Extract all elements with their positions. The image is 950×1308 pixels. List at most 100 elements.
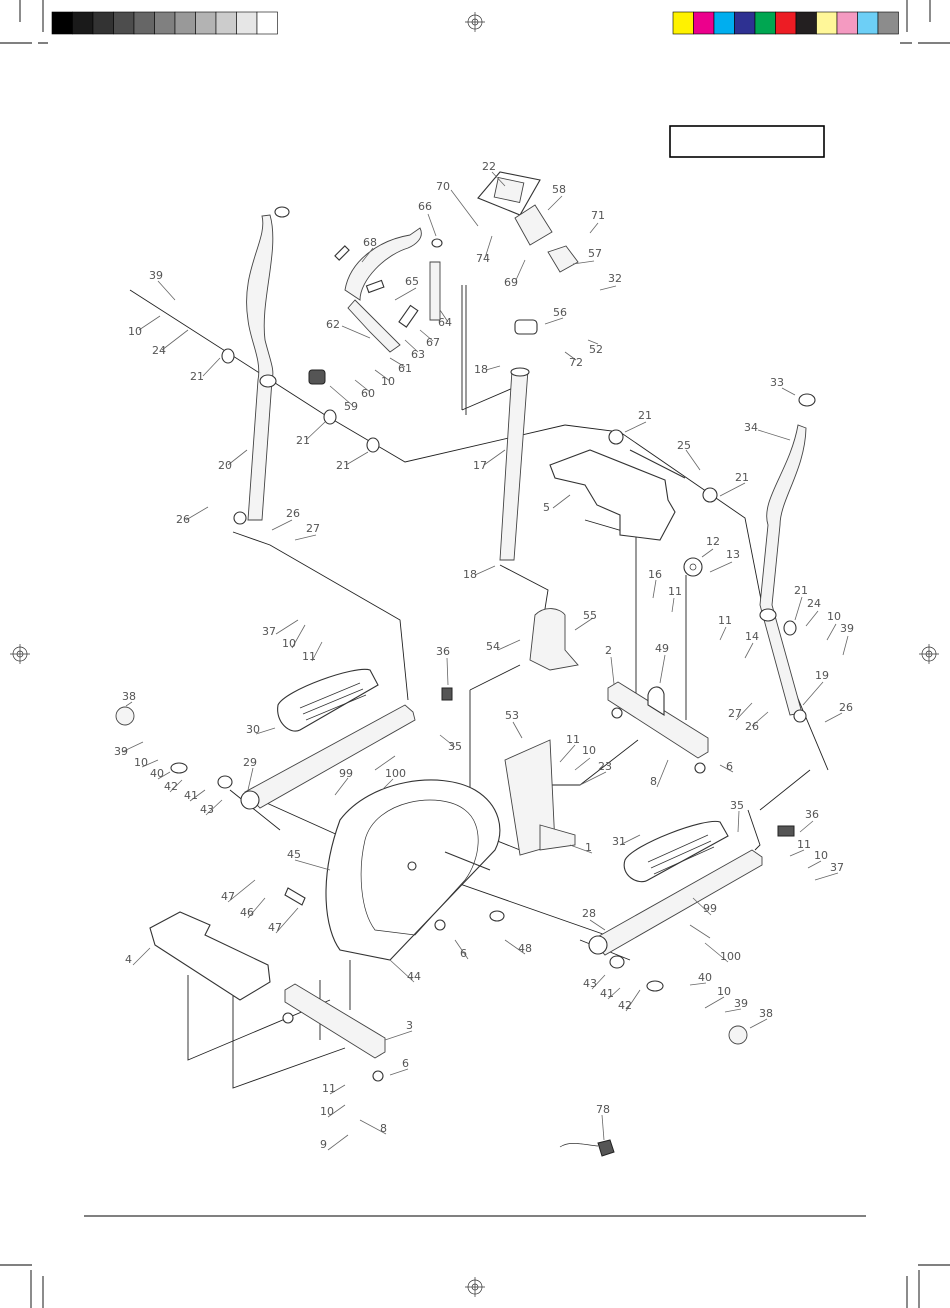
- label-39-b: 39: [840, 622, 854, 635]
- leader-line: [329, 385, 353, 406]
- label-22: 22: [482, 160, 496, 173]
- leader-line: [781, 387, 796, 396]
- label-60: 60: [361, 387, 375, 400]
- process-color-bar: [672, 11, 899, 35]
- label-59: 59: [344, 400, 358, 413]
- leader-line: [544, 317, 564, 325]
- color-swatch: [795, 11, 817, 35]
- leader-line: [587, 339, 599, 345]
- leader-line: [789, 849, 805, 857]
- label-36-b: 36: [805, 808, 819, 821]
- leader-line: [327, 1104, 346, 1118]
- label-49: 49: [655, 642, 669, 655]
- color-swatch: [857, 11, 879, 35]
- label-99-b: 99: [703, 902, 717, 915]
- leader-line: [842, 635, 849, 656]
- leader-line: [701, 548, 714, 558]
- label-65: 65: [405, 275, 419, 288]
- label-21-b: 21: [638, 409, 652, 422]
- leader-line: [255, 727, 276, 735]
- label-24-b: 24: [807, 597, 821, 610]
- label-11-d: 11: [566, 733, 580, 746]
- label-11-b: 11: [718, 614, 732, 627]
- label-64: 64: [438, 316, 452, 329]
- label-8-a: 8: [650, 775, 657, 788]
- label-41-b: 41: [600, 987, 614, 1000]
- leader-line: [374, 369, 391, 382]
- label-39-c: 39: [114, 745, 128, 758]
- leader-line: [446, 657, 449, 686]
- color-swatch: [672, 11, 694, 35]
- label-39-a: 39: [149, 269, 163, 282]
- label-10-b: 10: [381, 375, 395, 388]
- label-40-a: 40: [150, 767, 164, 780]
- label-11-a: 11: [668, 585, 682, 598]
- leader-line: [359, 1119, 387, 1135]
- label-69: 69: [504, 276, 518, 289]
- label-46: 46: [240, 906, 254, 919]
- leader-line: [125, 701, 133, 707]
- label-47-a: 47: [221, 890, 235, 903]
- label-18-b: 18: [463, 568, 477, 581]
- leader-line: [589, 222, 599, 234]
- front-cover-55: [529, 608, 579, 671]
- leader-line: [652, 579, 657, 599]
- leader-line: [757, 429, 791, 441]
- leader-line: [807, 860, 822, 869]
- leader-line: [704, 996, 725, 1009]
- right-handlebar: [759, 393, 816, 723]
- label-31: 31: [612, 835, 626, 848]
- label-18-a: 18: [474, 363, 488, 376]
- leader-line: [719, 482, 746, 497]
- label-10-a: 10: [128, 325, 142, 338]
- label-10-d: 10: [282, 637, 296, 650]
- color-swatch: [836, 11, 858, 35]
- label-26-d: 26: [745, 720, 759, 733]
- leader-line: [589, 919, 606, 931]
- leader-line: [483, 449, 506, 466]
- leader-line: [625, 989, 641, 1012]
- leader-line: [814, 872, 839, 881]
- leader-line: [247, 767, 254, 791]
- label-40-b: 40: [698, 971, 712, 984]
- leader-line: [749, 1018, 768, 1029]
- label-21-e: 21: [735, 471, 749, 484]
- leader-line: [735, 702, 753, 721]
- leader-line: [185, 506, 209, 521]
- label-20: 20: [218, 459, 232, 472]
- leader-line: [619, 834, 641, 846]
- label-12: 12: [706, 535, 720, 548]
- registration-mark-left: [10, 644, 30, 664]
- leader-line: [169, 779, 183, 793]
- leader-line: [656, 759, 669, 788]
- leader-line: [389, 1068, 409, 1076]
- leader-line: [291, 624, 306, 649]
- leader-line: [361, 247, 374, 263]
- console: [477, 171, 579, 335]
- leader-line: [394, 287, 417, 301]
- label-10-e: 10: [582, 744, 596, 757]
- label-42-b: 42: [618, 999, 632, 1012]
- label-21-f: 21: [794, 584, 808, 597]
- leader-line: [572, 260, 595, 265]
- rear-cover-5: [549, 449, 676, 541]
- label-36-a: 36: [436, 645, 450, 658]
- label-35-a: 35: [448, 740, 462, 753]
- label-13: 13: [726, 548, 740, 561]
- label-19: 19: [815, 669, 829, 682]
- label-26-b: 26: [176, 513, 190, 526]
- leader-line: [189, 789, 206, 802]
- rear-stabilizer: [607, 557, 709, 759]
- gray-swatch: [133, 11, 155, 35]
- leader-line: [689, 982, 707, 986]
- leader-line: [305, 421, 326, 441]
- label-11-f: 11: [322, 1082, 336, 1095]
- label-41-a: 41: [184, 789, 198, 802]
- label-6-b: 6: [460, 947, 467, 960]
- leader-line: [751, 711, 769, 727]
- leader-line: [607, 987, 621, 1000]
- label-1: 1: [585, 841, 592, 854]
- label-43-a: 43: [200, 803, 214, 816]
- leader-line: [334, 777, 349, 796]
